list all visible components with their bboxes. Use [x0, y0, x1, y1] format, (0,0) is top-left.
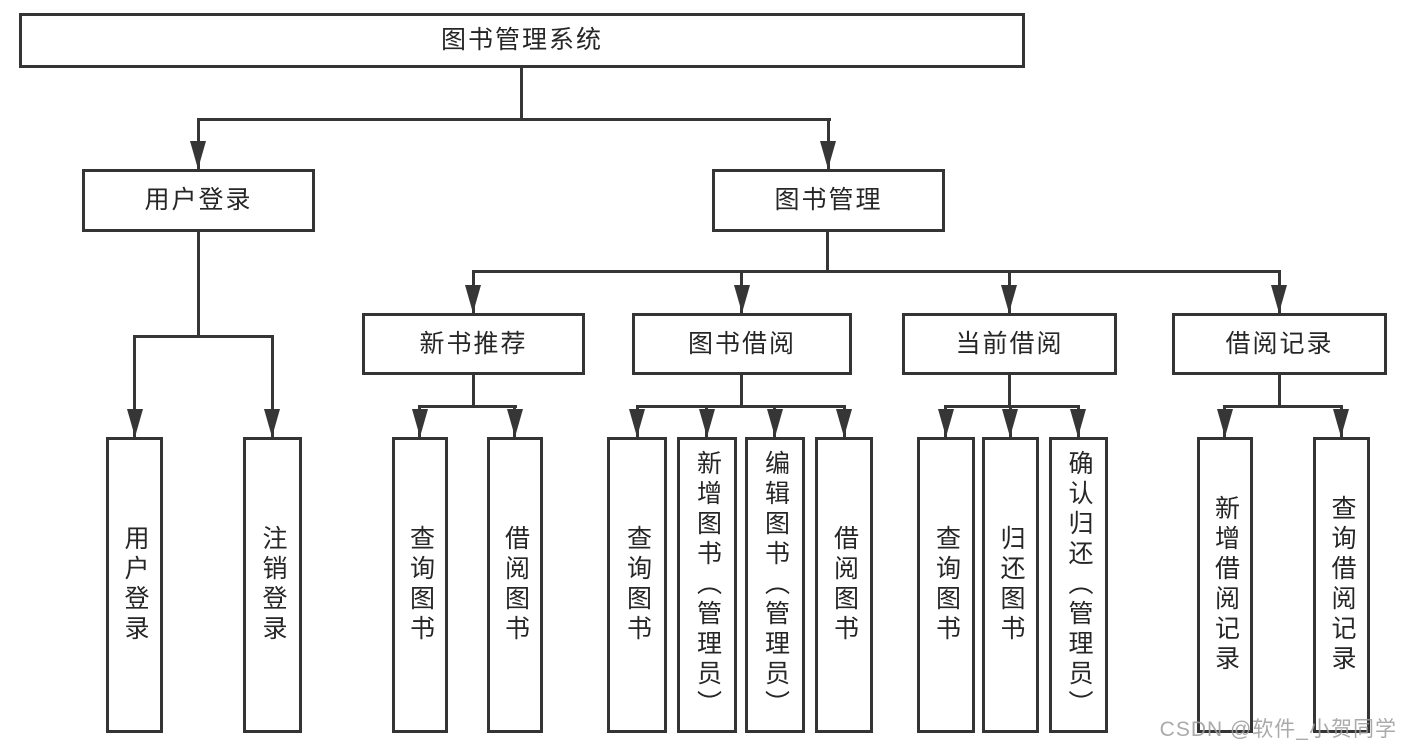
arrowhead-query-record	[1333, 409, 1349, 437]
arrowhead-book-borrow	[734, 285, 750, 313]
leaf-user-login: 用户登录	[106, 437, 163, 733]
leaf-add-borrow-record: 新增借阅记录	[1197, 437, 1253, 733]
connector-root-stem	[520, 68, 523, 118]
leaf-return-books: 归还图书	[982, 437, 1039, 733]
leaf-query-books-recommend: 查询图书	[392, 437, 448, 733]
arrowhead-return-books	[1002, 409, 1018, 437]
node-borrowing-records: 借阅记录	[1172, 313, 1387, 375]
connector-drop-login	[133, 335, 136, 437]
leaf-add-books-admin: 新增图书（管理员）	[677, 437, 737, 733]
connector-book-rail	[472, 270, 1280, 273]
watermark: CSDN @软件_小贺同学	[1159, 718, 1397, 741]
arrowhead-borrow-books-1	[507, 409, 523, 437]
leaf-borrow-books-recommend: 借阅图书	[487, 437, 543, 733]
arrowhead-borrow-records	[1271, 285, 1287, 313]
arrowhead-new-books	[465, 285, 481, 313]
connector-root-rail	[197, 118, 831, 121]
arrowhead-query-books-3	[938, 409, 954, 437]
arrowhead-book-management	[820, 141, 836, 169]
leaf-confirm-return-admin: 确认归还（管理员）	[1049, 437, 1108, 733]
arrowhead-borrow-books-2	[836, 409, 852, 437]
connector-current-rail	[944, 405, 1080, 408]
arrowhead-query-books-2	[629, 409, 645, 437]
leaf-query-borrow-record: 查询借阅记录	[1313, 437, 1370, 733]
arrowhead-current-borrow	[1001, 285, 1017, 313]
connector-user-rail	[133, 335, 274, 338]
node-current-borrowing: 当前借阅	[902, 313, 1117, 375]
connector-borrowing-rail	[636, 405, 846, 408]
leaf-query-books-current: 查询图书	[917, 437, 975, 733]
connector-current-stem	[1008, 375, 1011, 405]
leaf-logout: 注销登录	[243, 437, 302, 733]
arrowhead-logout	[264, 409, 280, 437]
node-book-management: 图书管理	[712, 169, 945, 232]
arrowhead-confirm-return	[1070, 409, 1086, 437]
node-new-book-recommend: 新书推荐	[362, 313, 585, 375]
connector-recommend-stem	[472, 375, 475, 405]
arrowhead-add-books	[699, 409, 715, 437]
arrowhead-query-books-1	[412, 409, 428, 437]
node-book-borrowing: 图书借阅	[632, 313, 852, 375]
node-library-management-system: 图书管理系统	[19, 13, 1025, 68]
connector-records-rail	[1223, 405, 1343, 408]
connector-records-stem	[1278, 375, 1281, 405]
arrowhead-add-record	[1217, 409, 1233, 437]
connector-drop-logout	[271, 335, 274, 437]
connector-borrowing-stem	[740, 375, 743, 405]
arrowhead-user-login	[190, 141, 206, 169]
connector-recommend-rail	[418, 405, 517, 408]
leaf-edit-books-admin: 编辑图书（管理员）	[745, 437, 805, 733]
connector-book-stem	[826, 232, 829, 270]
node-user-login: 用户登录	[82, 169, 315, 232]
leaf-query-books-borrowing: 查询图书	[607, 437, 667, 733]
leaf-borrow-books-borrowing: 借阅图书	[815, 437, 873, 733]
connector-user-stem	[197, 232, 200, 335]
arrowhead-login	[127, 409, 143, 437]
arrowhead-edit-books	[767, 409, 783, 437]
